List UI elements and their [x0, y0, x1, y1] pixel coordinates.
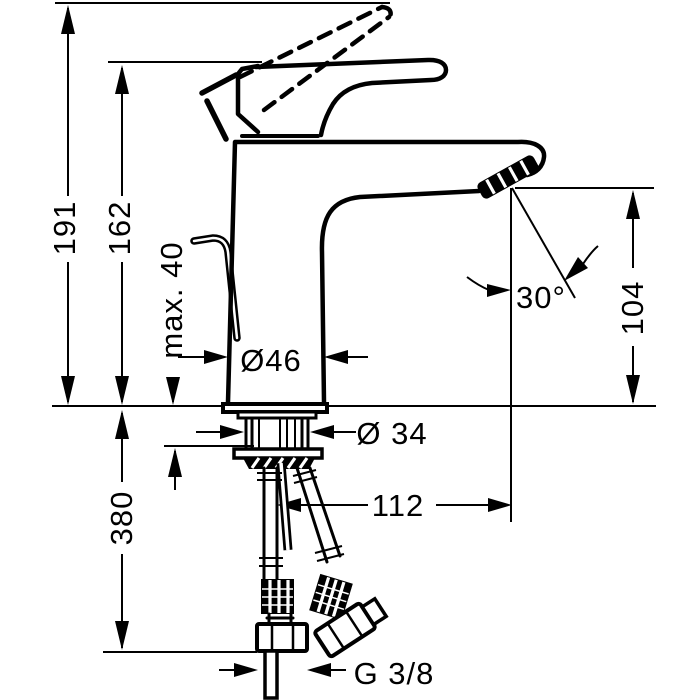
- dim-label-hose-length: 380: [104, 491, 139, 546]
- base-seal-washer-2: [236, 410, 318, 420]
- hose-left-tail: [263, 649, 279, 700]
- dimension-body-diameter: Ø46: [178, 343, 368, 378]
- lever-handle-profile: [253, 57, 449, 138]
- arrowhead-162-bottom: [115, 376, 129, 405]
- lever-handle: [235, 57, 449, 138]
- dimension-spout-reach: 112: [277, 488, 512, 523]
- mounting-rod: [276, 462, 293, 551]
- dim-label-body-diameter: Ø46: [240, 343, 302, 378]
- aerator-body: [477, 155, 539, 199]
- spout-top-edge: [233, 139, 547, 178]
- body-and-spout: [225, 139, 547, 405]
- hose-left-connector-nut: [255, 622, 309, 653]
- arrowhead-104-bottom: [626, 375, 640, 404]
- arrowhead-380-bottom: [115, 621, 129, 650]
- dim-label-outlet-height: 104: [615, 281, 650, 336]
- dimension-hose-length: 380: [104, 410, 139, 650]
- hose-right-braid-slits-h: [313, 583, 349, 611]
- arrowhead-112-left: [277, 498, 301, 512]
- threaded-shank: [244, 416, 310, 451]
- faucet-outline: [190, 4, 547, 700]
- arrowhead-191-top: [61, 5, 75, 34]
- mounting-rod-upper-core: [279, 462, 290, 551]
- body-left-edge: [225, 139, 238, 405]
- dim-label-connection-thread: G 3/8: [354, 656, 435, 691]
- hose-right-bands: [292, 469, 345, 562]
- lever-handle-raised-dashed: [199, 4, 393, 142]
- dim-label-spout-reach: 112: [372, 488, 424, 523]
- dimension-max-deck-thickness: max. 40: [154, 241, 189, 490]
- dim-label-aerator-angle: 30°: [516, 280, 566, 315]
- hose-left-braid-slits-h: [262, 588, 293, 606]
- dim-label-max-thickness: max. 40: [154, 241, 189, 358]
- leader-30deg-right: [582, 245, 599, 265]
- outlet-30deg-flow-line: [511, 187, 576, 299]
- reference-lines: [52, 2, 656, 653]
- hose-left-bands: [257, 472, 283, 567]
- arrowhead-g38-right: [307, 663, 331, 677]
- arrowhead-d46-left: [204, 350, 228, 364]
- arrowhead-380-top: [115, 410, 129, 439]
- arrowhead-30deg-left: [487, 284, 511, 297]
- pop-up-rod: [190, 234, 241, 342]
- hose-right-nut-endcap: [359, 596, 389, 627]
- arrowhead-g38-left: [234, 663, 258, 677]
- aerator-ribs: [485, 160, 530, 195]
- hose-right-nut-facets: [327, 611, 363, 649]
- raised-lever-rear-edge-1: [199, 72, 239, 96]
- mounting-assembly: [221, 402, 329, 469]
- arrowhead-104-top: [626, 190, 640, 219]
- supply-hose-right: [292, 466, 389, 659]
- arrowhead-d46-right: [324, 350, 348, 364]
- mounting-flange-plate: [232, 447, 324, 460]
- arrowhead-162-top: [115, 65, 129, 94]
- lever-pivot-block: [235, 63, 261, 135]
- arrowhead-30deg-right: [564, 257, 588, 281]
- dim-label-spout-top-height: 162: [102, 201, 137, 256]
- arrowhead-max40-bottom: [168, 448, 182, 477]
- arrowhead-112-right: [488, 498, 512, 512]
- raised-lever-rear-edge-2: [204, 98, 229, 142]
- mounting-nut-ribs: [250, 457, 309, 469]
- shank-inner-lines: [258, 418, 296, 449]
- dimension-shank-diameter: Ø 34: [196, 416, 427, 451]
- dimension-aerator-angle: 30°: [466, 245, 599, 315]
- dimension-outlet-height: 104: [615, 190, 650, 404]
- arrowhead-max40-top: [166, 377, 180, 405]
- hose-left-nut-facets: [270, 625, 295, 650]
- arrowhead-d34-left: [220, 425, 244, 439]
- dim-label-total-height: 191: [47, 201, 82, 256]
- aerator: [477, 155, 539, 199]
- leader-30deg-left: [466, 276, 490, 291]
- hose-right-tube: [295, 466, 342, 564]
- dimension-connection-thread: G 3/8: [219, 656, 435, 691]
- dim-label-shank-diameter: Ø 34: [356, 416, 427, 451]
- raised-lever-tip: [379, 4, 393, 20]
- pop-up-rod-highlight: [192, 236, 239, 340]
- hose-right-connector-group: [313, 596, 389, 659]
- body-right-and-spout-underside: [319, 188, 482, 405]
- hose-right-braid-group: [309, 573, 353, 621]
- dimension-spout-top-height: 162: [102, 65, 137, 405]
- arrowhead-d34-right: [310, 425, 334, 439]
- hose-left-tube: [262, 466, 279, 581]
- dimension-total-height: 191: [47, 5, 82, 405]
- arrowhead-191-bottom: [61, 376, 75, 405]
- supply-hose-left: [255, 466, 309, 700]
